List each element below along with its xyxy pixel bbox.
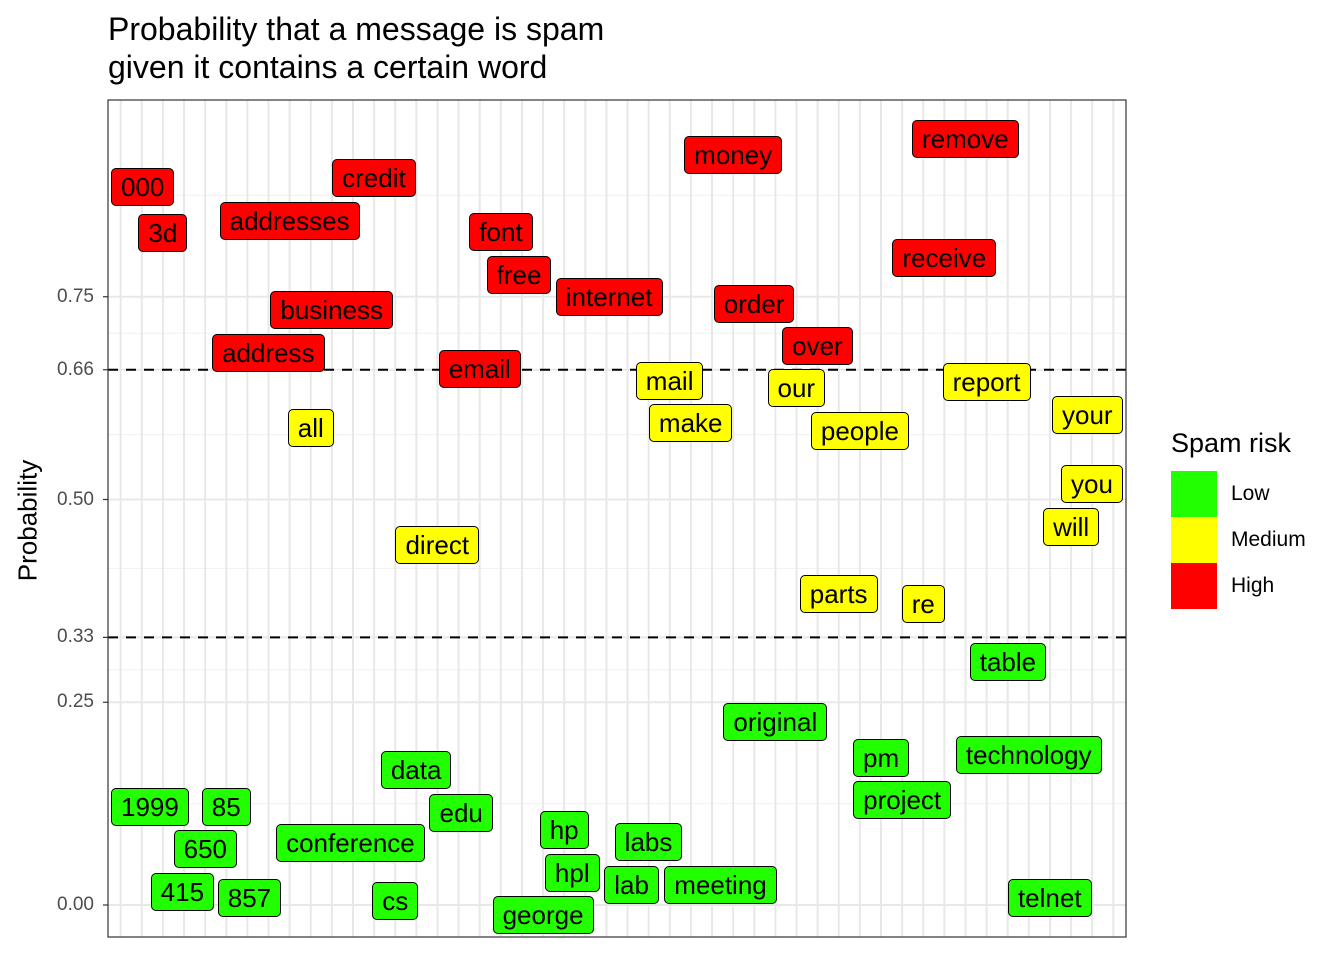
- chart-title-line-2: given it contains a certain word: [108, 49, 548, 85]
- legend-key-high: High: [1171, 563, 1306, 609]
- word-label-857: 857: [217, 878, 282, 917]
- word-label-original: original: [723, 702, 828, 741]
- word-label-over: over: [782, 326, 853, 365]
- word-label-people: people: [810, 411, 909, 450]
- word-label-table: table: [969, 642, 1047, 681]
- y-tick-label: 0.66: [57, 358, 94, 380]
- word-label-650: 650: [173, 830, 238, 869]
- word-label-credit: credit: [332, 159, 416, 198]
- y-tick-label: 0.25: [57, 691, 94, 713]
- word-label-hpl: hpl: [544, 853, 600, 892]
- word-label-parts: parts: [799, 575, 878, 614]
- word-label-conference: conference: [276, 824, 425, 863]
- word-label-money: money: [684, 135, 783, 174]
- word-label-report: report: [942, 362, 1031, 401]
- word-label-internet: internet: [555, 277, 663, 316]
- word-label-remove: remove: [911, 120, 1019, 159]
- word-label-000: 000: [111, 168, 175, 207]
- legend-swatch-low: [1171, 471, 1217, 517]
- y-tick-label: 0.75: [57, 285, 94, 307]
- word-label-your: your: [1052, 396, 1123, 435]
- word-label-data: data: [380, 750, 452, 789]
- word-label-business: business: [270, 290, 393, 329]
- word-label-labs: labs: [614, 823, 683, 862]
- word-label-hp: hp: [539, 811, 589, 850]
- word-label-cs: cs: [372, 881, 419, 920]
- legend-key-low: Low: [1171, 471, 1306, 517]
- chart-title-line-1: Probability that a message is spam: [108, 11, 605, 47]
- word-label-email: email: [438, 349, 521, 388]
- panel-border: [107, 99, 1127, 938]
- legend-title: Spam risk: [1171, 428, 1292, 458]
- legend-swatch-medium: [1171, 517, 1217, 563]
- word-label-addresses: addresses: [219, 202, 360, 241]
- word-label-will: will: [1043, 507, 1100, 546]
- word-label-you: you: [1061, 464, 1123, 503]
- word-label-project: project: [853, 781, 952, 820]
- word-label-meeting: meeting: [664, 866, 777, 905]
- y-tick-label: 0.50: [57, 488, 94, 510]
- word-label-order: order: [713, 284, 795, 323]
- word-label-pm: pm: [853, 738, 910, 777]
- word-label-85: 85: [201, 788, 251, 827]
- legend: Spam risk Low Medium High: [1171, 428, 1306, 609]
- word-label-font: font: [469, 212, 533, 251]
- word-label-free: free: [486, 255, 552, 294]
- word-label-edu: edu: [429, 793, 493, 832]
- word-label-telnet: telnet: [1007, 878, 1092, 917]
- word-label-415: 415: [150, 873, 215, 912]
- word-label-mail: mail: [635, 361, 704, 400]
- legend-label-high: High: [1231, 574, 1275, 597]
- y-tick-label: 0.00: [57, 894, 94, 915]
- word-label-3d: 3d: [138, 213, 188, 252]
- word-label-make: make: [648, 404, 733, 443]
- legend-label-medium: Medium: [1231, 528, 1306, 551]
- word-label-receive: receive: [892, 238, 997, 277]
- legend-swatch-high: [1171, 563, 1217, 609]
- chart-title: Probability that a message is spam given…: [108, 10, 604, 86]
- legend-key-medium: Medium: [1171, 517, 1306, 563]
- word-label-re: re: [901, 585, 945, 624]
- y-tick-label: 0.33: [57, 626, 94, 648]
- legend-label-low: Low: [1231, 482, 1270, 505]
- word-label-lab: lab: [604, 866, 659, 905]
- word-label-1999: 1999: [111, 787, 189, 826]
- word-label-technology: technology: [955, 735, 1102, 774]
- word-label-our: our: [767, 368, 826, 407]
- word-label-direct: direct: [395, 525, 480, 564]
- word-label-address: address: [212, 333, 325, 372]
- word-label-all: all: [287, 409, 334, 448]
- word-label-george: george: [492, 896, 594, 934]
